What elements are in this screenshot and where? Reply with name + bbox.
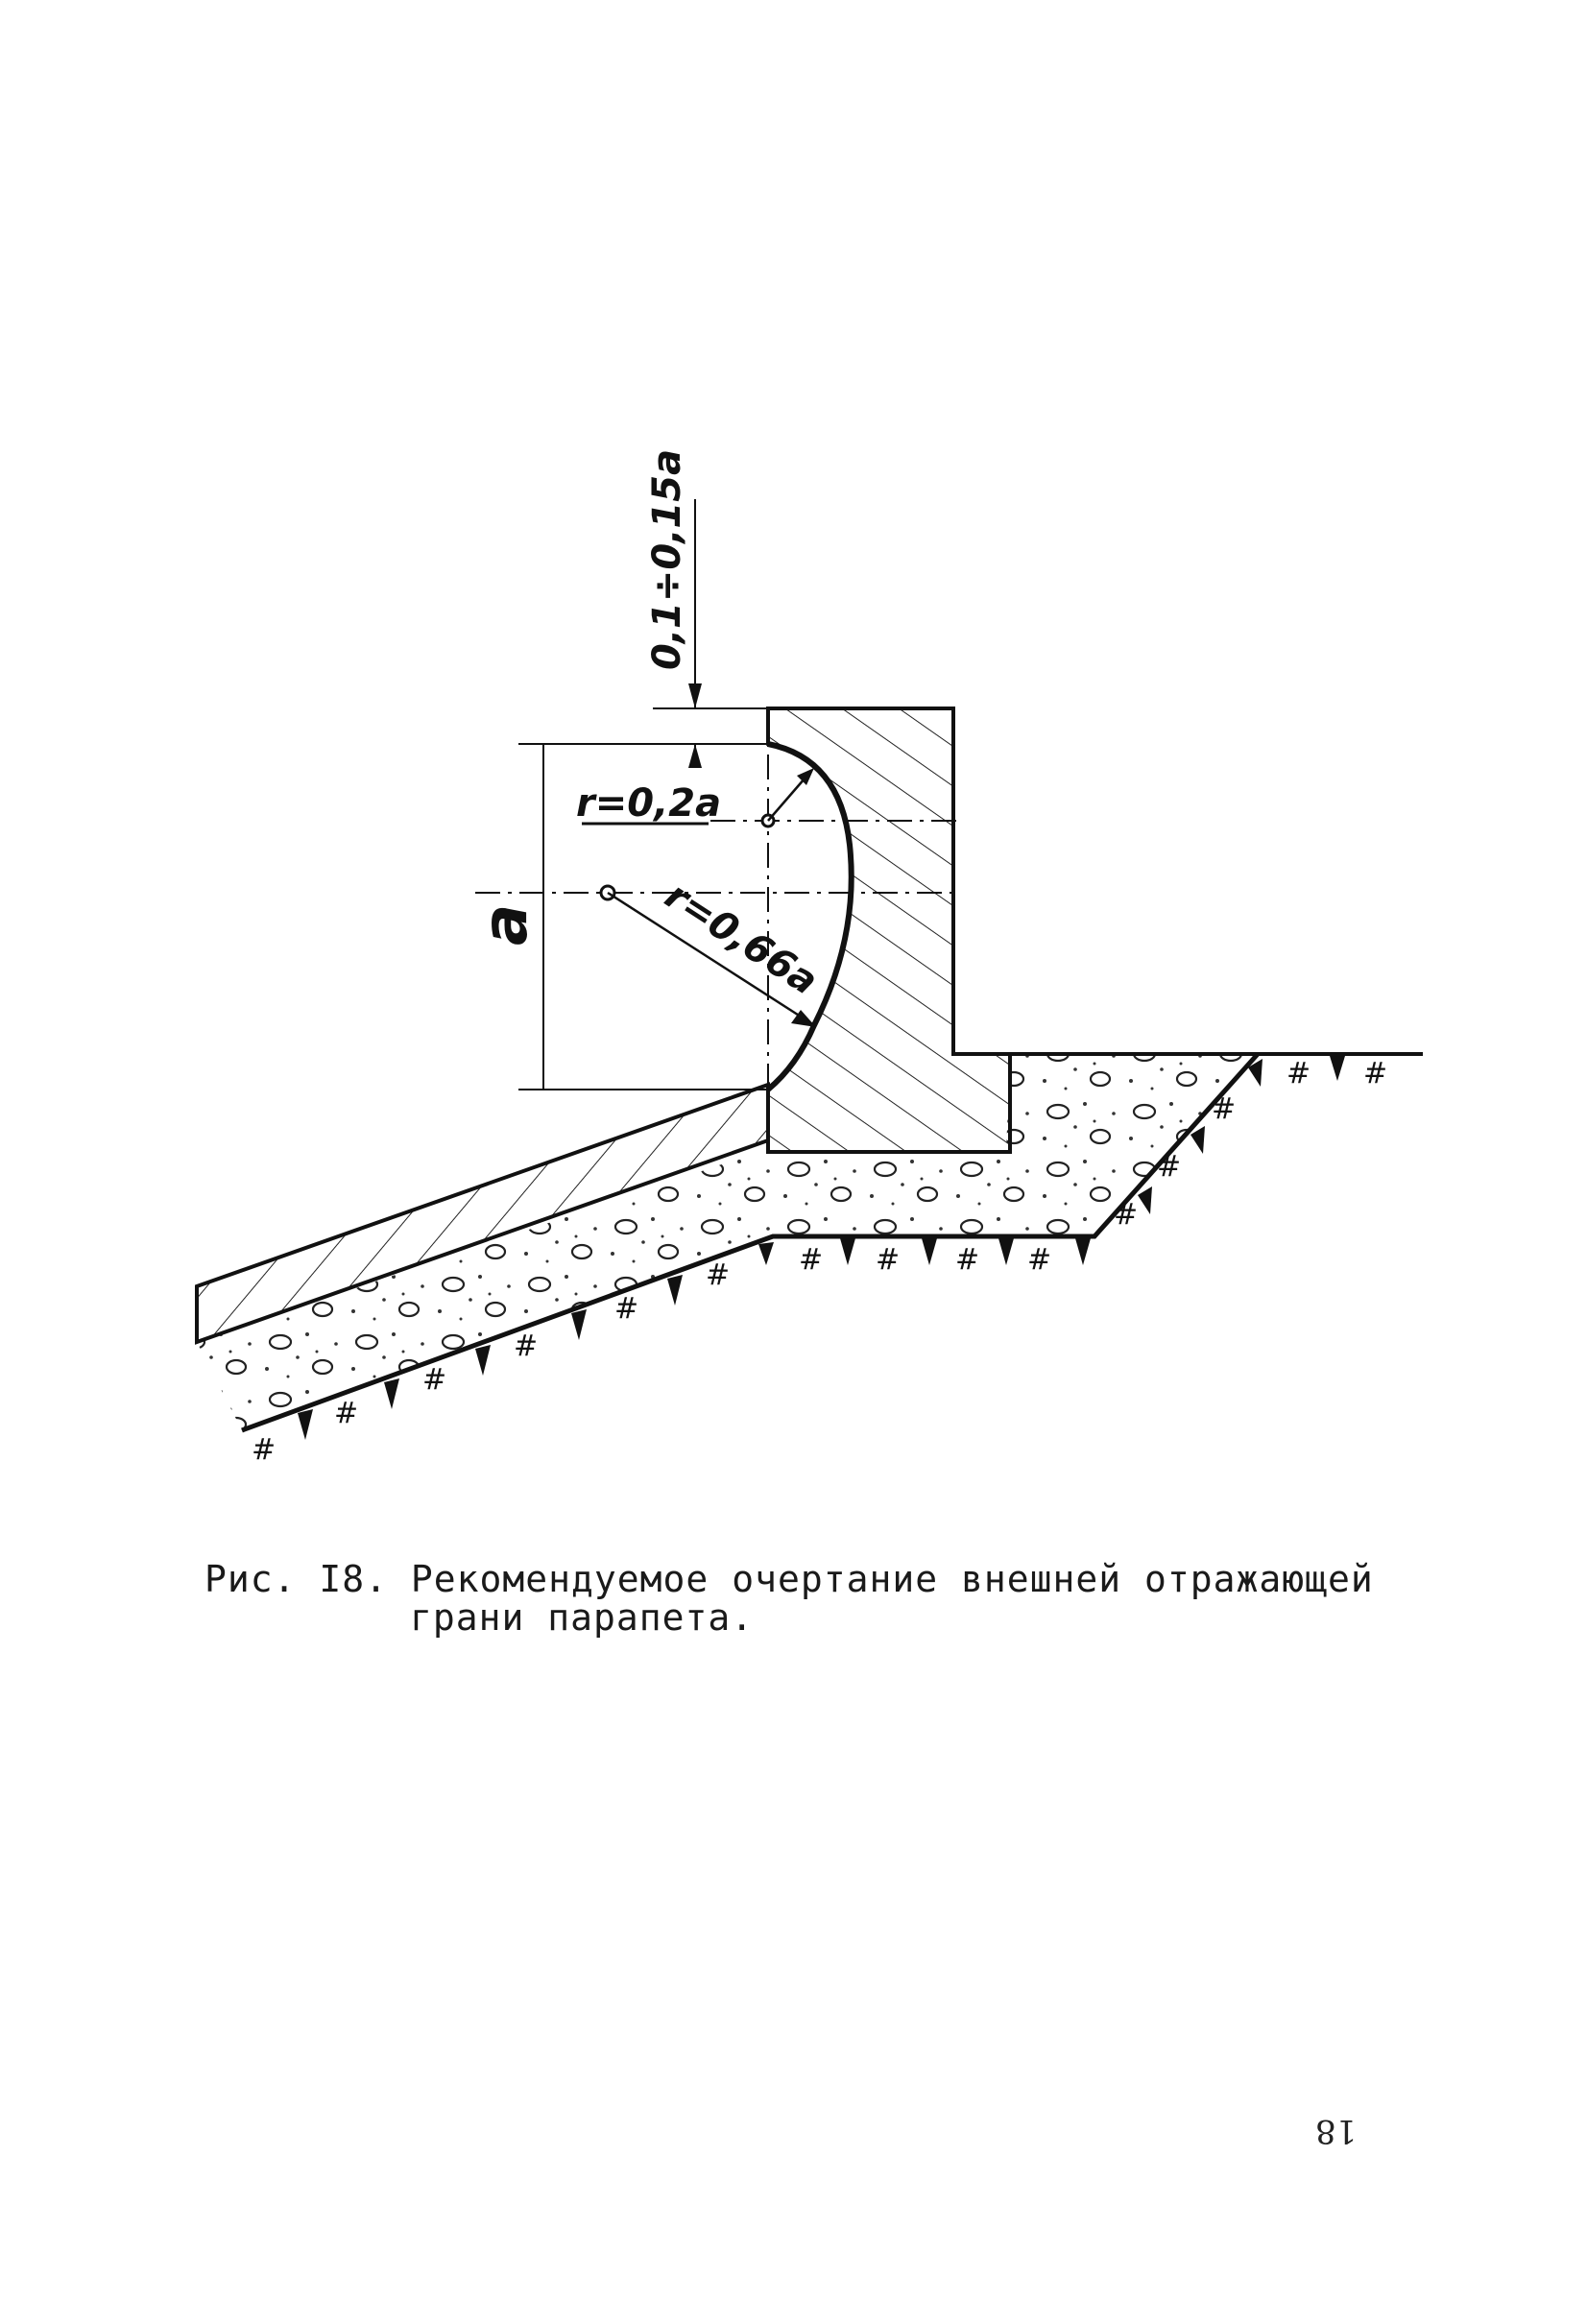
dimension-lines <box>518 499 768 1090</box>
svg-text:#: # <box>252 1433 276 1467</box>
svg-text:#: # <box>1027 1243 1051 1277</box>
large-radius-arrow <box>791 1010 816 1027</box>
svg-text:#: # <box>1286 1057 1310 1090</box>
setback-label: 0,1÷0,15a <box>645 449 689 670</box>
svg-text:#: # <box>514 1330 538 1363</box>
large-radius-leader <box>607 891 815 1027</box>
small-radius-label: r=0,2a <box>576 781 721 826</box>
svg-text:#: # <box>876 1243 900 1277</box>
svg-text:#: # <box>1363 1057 1387 1090</box>
svg-text:#: # <box>422 1363 446 1397</box>
svg-text:#: # <box>955 1243 979 1277</box>
page-number: 18 <box>1315 2112 1358 2150</box>
bedding-bottom-line <box>241 1052 1260 1433</box>
centerlines <box>475 710 960 1090</box>
figure-caption: Рис. I8. Рекомендуемое очертание внешней… <box>204 1560 1374 1637</box>
caption-line-2: грани парапета. <box>410 1596 755 1639</box>
svg-text:#: # <box>706 1258 730 1292</box>
soil-markers: # # # # # # # # # # # # # # # <box>252 1057 1387 1467</box>
caption-line-1: Рис. I8. Рекомендуемое очертание внешней… <box>204 1558 1374 1600</box>
reflecting-face-curve <box>766 741 854 1092</box>
small-radius-arrow <box>797 768 814 785</box>
svg-text:#: # <box>799 1243 823 1277</box>
svg-text:#: # <box>614 1292 638 1326</box>
svg-text:#: # <box>334 1397 358 1430</box>
svg-text:#: # <box>1157 1150 1181 1184</box>
svg-text:#: # <box>1114 1198 1138 1232</box>
height-label: a <box>470 904 541 946</box>
svg-text:#: # <box>1212 1092 1236 1126</box>
gravel-bedding-layer <box>197 1054 1258 1430</box>
soil-spikes <box>298 1056 1345 1440</box>
